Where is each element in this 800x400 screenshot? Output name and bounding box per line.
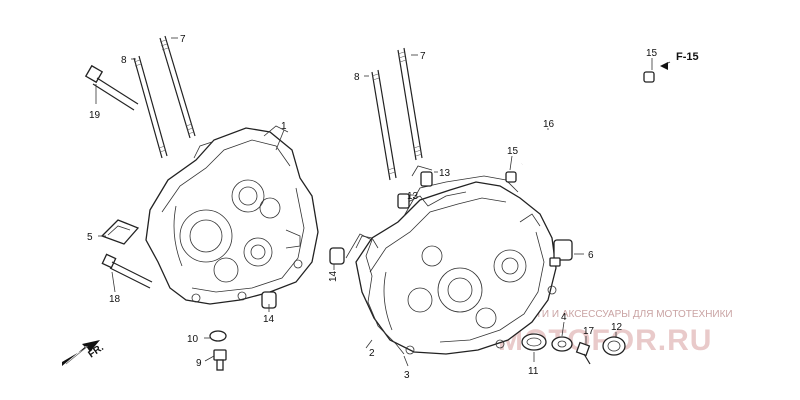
setting-plate-5 [100,219,140,245]
stud-bolt-short-right [371,69,397,181]
tube-clip-15a [643,71,655,83]
callout-14: 14 [263,314,275,325]
bolt-17 [575,341,591,365]
dowel-pin-13a [420,171,433,187]
callout-numbers: 7 8 19 1 5 18 14 10 9 7 8 13 13 14 2 3 1… [87,34,658,381]
callout-16: 16 [543,119,555,130]
front-arrow-icon [62,340,100,366]
crankcase-gasket [345,191,467,355]
callout-12: 12 [611,322,623,333]
callout-4: 4 [561,312,567,323]
oil-seal-11 [521,333,547,351]
callout-5: 5 [87,232,93,243]
neutral-switch-6 [549,239,573,267]
breather-tube-16 [520,79,650,166]
tube-clip-15b [505,171,517,183]
washer-4 [551,336,573,352]
callout-15: 15 [646,48,658,59]
callout-7: 7 [180,34,186,45]
callout-7: 7 [420,51,426,62]
flange-bolt-18 [101,253,153,289]
stud-bolt-short-left [133,55,168,159]
dowel-pin-14b [329,247,345,265]
callout-19: 19 [89,110,101,121]
callout-3: 3 [404,370,410,381]
callout-14: 14 [328,270,339,282]
callout-8: 8 [121,55,127,66]
callout-18: 18 [109,294,121,305]
callout-11: 11 [528,366,539,377]
flange-bolt-19 [84,64,139,111]
right-crankcase-half [355,165,557,355]
reference-f15: F-15 [660,51,699,70]
callout-6: 6 [588,250,594,261]
callout-8: 8 [354,72,360,83]
front-direction-marker: FR. [62,340,106,366]
leader-lines [95,37,671,367]
left-crankcase-half [145,125,319,305]
stud-bolt-long-right [397,47,423,161]
drain-bolt-9 [213,349,227,371]
callout-1: 1 [281,121,287,132]
oil-seal-12 [602,336,626,356]
watermark-tagline: ЗАПЧАСТИ И АКСЕССУАРЫ ДЛЯ МОТОТЕХНИКИ [496,309,733,320]
callout-9: 9 [196,358,202,369]
stud-bolt-long-left [159,35,196,139]
callout-17: 17 [583,326,595,337]
callout-13: 13 [407,191,419,202]
callout-2: 2 [369,348,375,359]
sealing-washer-10 [209,330,227,342]
callout-13: 13 [439,168,451,179]
callout-10: 10 [187,334,199,345]
reference-arrow-icon [660,62,668,70]
dowel-pin-13b [397,193,410,209]
callout-15: 15 [507,146,519,157]
reference-label: F-15 [676,51,699,63]
